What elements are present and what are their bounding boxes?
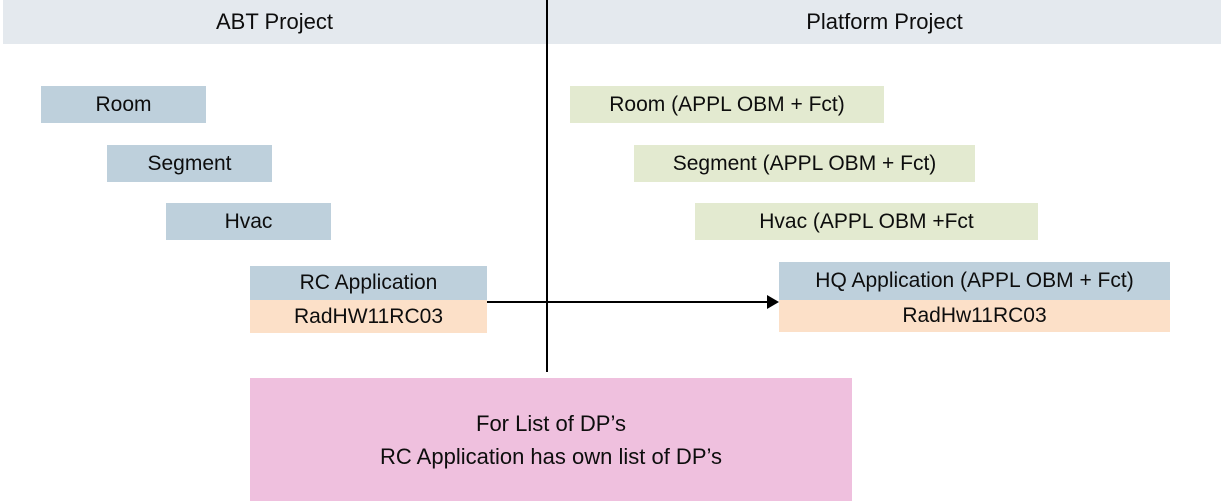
platform-box-hq-application[interactable]: HQ Application (APPL OBM + Fct) <box>779 262 1170 300</box>
note-line-2: RC Application has own list of DP’s <box>380 443 722 469</box>
abt-box-room[interactable]: Room <box>41 86 206 123</box>
note-line-1: For List of DP’s <box>476 410 626 436</box>
abt-box-rc-application[interactable]: RC Application <box>250 266 487 300</box>
abt-box-segment[interactable]: Segment <box>107 145 272 182</box>
connector-arrow-line <box>487 301 767 303</box>
note-box-dp-list: For List of DP’s RC Application has own … <box>250 378 852 501</box>
abt-box-hvac[interactable]: Hvac <box>166 203 331 240</box>
header-bar <box>3 0 1221 44</box>
column-divider-line <box>546 0 548 372</box>
platform-box-radhw11rc03[interactable]: RadHw11RC03 <box>779 300 1170 332</box>
platform-box-hvac[interactable]: Hvac (APPL OBM +Fct <box>695 203 1038 240</box>
abt-box-radhw11rc03[interactable]: RadHW11RC03 <box>250 300 487 333</box>
connector-arrow-head-icon <box>767 295 779 309</box>
column-header-abt-project: ABT Project <box>216 9 333 34</box>
column-header-platform-project: Platform Project <box>806 9 963 34</box>
platform-box-room[interactable]: Room (APPL OBM + Fct) <box>570 86 884 123</box>
platform-box-segment[interactable]: Segment (APPL OBM + Fct) <box>634 145 975 182</box>
